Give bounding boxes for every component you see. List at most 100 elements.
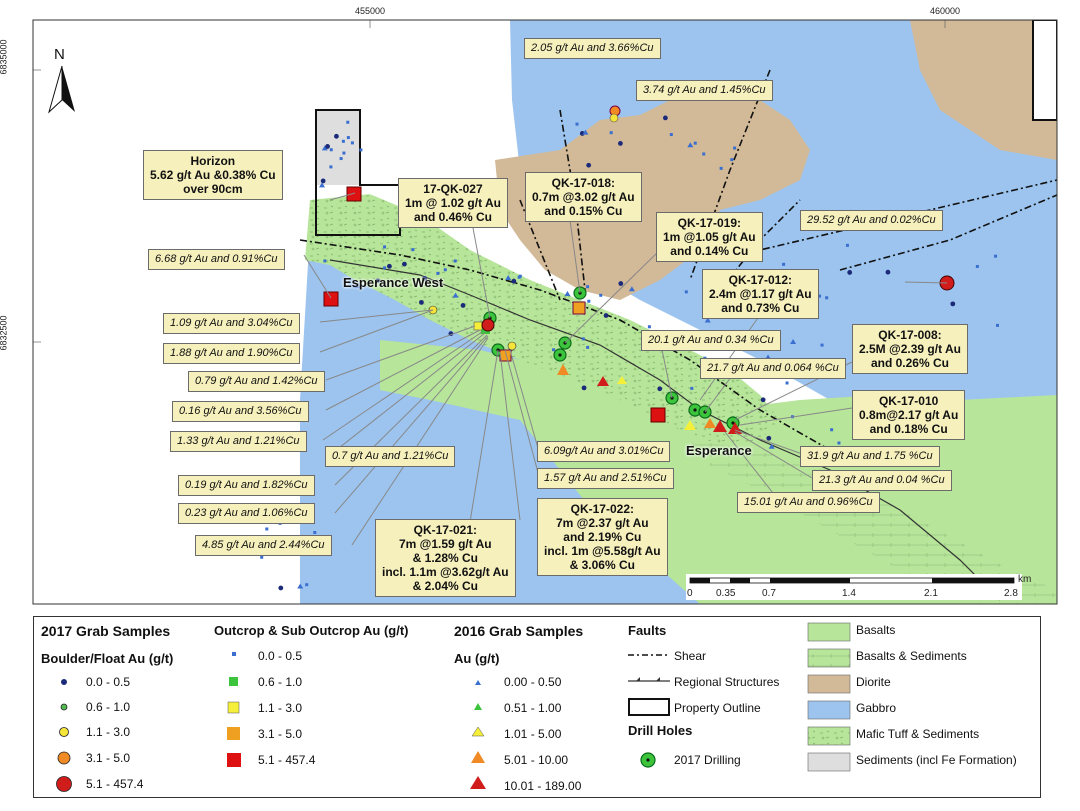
sample-point xyxy=(341,139,345,143)
sample-point xyxy=(402,261,407,267)
sample-point xyxy=(618,140,623,146)
sample-point xyxy=(587,299,591,303)
sample-point xyxy=(346,136,350,140)
sample-point xyxy=(575,122,579,126)
sample-point xyxy=(353,284,357,288)
grab2016-item-1: 0.00 - 0.50 xyxy=(504,675,562,689)
scale-unit: km xyxy=(1018,574,1032,585)
sample-point xyxy=(693,141,697,145)
sample-point xyxy=(375,278,381,284)
sample-point xyxy=(383,266,387,270)
sample-point xyxy=(618,281,624,286)
callout-016: 0.16 g/t Au and 3.56%Cu xyxy=(172,401,309,422)
diorite-north xyxy=(910,20,1057,160)
sample-point xyxy=(460,303,466,308)
callout-109: 1.09 g/t Au and 3.04%Cu xyxy=(163,313,300,334)
sample-point xyxy=(586,285,590,289)
sample-point xyxy=(687,142,694,148)
drill-item: 2017 Drilling xyxy=(674,753,741,767)
sample-point xyxy=(950,301,956,307)
sample-point xyxy=(260,555,264,559)
sample-point xyxy=(785,381,789,385)
sample-point xyxy=(581,337,585,341)
grab2016-symbols xyxy=(470,680,486,789)
callout-205: 2.05 g/t Au and 3.66%Cu xyxy=(524,38,661,59)
sample-point xyxy=(297,583,304,589)
grab2017-symbols xyxy=(56,679,72,792)
sample-point xyxy=(847,270,853,275)
sample-point xyxy=(564,291,571,297)
sample-point xyxy=(517,275,521,279)
sample-point xyxy=(628,286,635,292)
sample-point xyxy=(719,166,723,170)
grab2017-item-3: 1.1 - 3.0 xyxy=(86,725,131,739)
callout-157: 1.57 g/t Au and 2.51%Cu xyxy=(537,468,674,489)
sample-point xyxy=(647,325,651,329)
scale-bar xyxy=(686,574,1022,600)
grab2016-item-2: 0.51 - 1.00 xyxy=(504,701,562,715)
sample-point xyxy=(730,158,734,162)
place-esperance-west: Esperance West xyxy=(343,275,444,290)
sample-point xyxy=(329,165,333,169)
sample-point xyxy=(818,294,822,298)
scale-label-0: 0 xyxy=(687,588,693,599)
sample-point xyxy=(820,343,824,347)
callout-019: 0.19 g/t Au and 1.82%Cu xyxy=(178,475,315,496)
mafic-tuff-belt xyxy=(300,190,780,445)
sample-point xyxy=(599,293,603,297)
outcrop-item-3: 1.1 - 3.0 xyxy=(258,701,303,715)
sample-point xyxy=(782,262,786,266)
geology-basalts-sediments: Basalts & Sediments xyxy=(856,649,967,663)
sample-point xyxy=(313,531,317,535)
sample-point xyxy=(339,157,343,161)
sample-point xyxy=(329,148,333,152)
easting-label-2: 460000 xyxy=(930,6,961,16)
sample-point xyxy=(350,141,354,145)
sample-point xyxy=(305,583,309,587)
sample-point xyxy=(586,162,592,168)
legend-grab2017-title: 2017 Grab Samples xyxy=(41,623,171,639)
sample-point xyxy=(790,338,797,344)
north-label: N xyxy=(54,46,65,63)
faults-shear: Shear xyxy=(674,649,707,663)
callout-1501: 15.01 g/t Au and 0.96%Cu xyxy=(737,492,880,513)
grab2016-item-4: 5.01 - 10.00 xyxy=(504,753,569,767)
legend-outcrop-title: Outcrop & Sub Outcrop Au (g/t) xyxy=(214,623,409,638)
sample-point xyxy=(511,278,517,284)
sample-point xyxy=(704,317,711,323)
sample-point xyxy=(552,348,556,352)
sample-point xyxy=(690,386,694,390)
sample-point xyxy=(505,275,512,281)
callout-609: 6.09g/t Au and 3.01%Cu xyxy=(537,441,671,462)
sample-point xyxy=(334,133,339,139)
sample-point xyxy=(768,443,775,449)
sample-point xyxy=(733,146,737,150)
sample-point xyxy=(354,282,361,288)
callout-374: 3.74 g/t Au and 1.45%Cu xyxy=(636,80,773,101)
grab2017-item-2: 0.6 - 1.0 xyxy=(86,700,131,714)
outcrop-item-4: 3.1 - 5.0 xyxy=(258,727,303,741)
scale-label-14: 1.4 xyxy=(842,588,856,599)
callout-133: 1.33 g/t Au and 1.21%Cu xyxy=(170,431,307,452)
grab2017-item-1: 0.0 - 0.5 xyxy=(86,675,131,689)
north-arrow xyxy=(48,65,75,114)
outcrop-symbols xyxy=(227,652,241,767)
legend-grab2016-title: 2016 Grab Samples xyxy=(454,623,584,639)
regional-structure xyxy=(329,259,1001,601)
geology-gabbro: Gabbro xyxy=(856,701,897,715)
place-esperance: Esperance xyxy=(686,443,752,458)
sample-point xyxy=(885,269,891,275)
callout-188: 1.88 g/t Au and 1.90%Cu xyxy=(163,343,300,364)
sample-point xyxy=(684,290,688,294)
sample-point xyxy=(586,345,590,349)
basalts-sediments-band xyxy=(690,440,1057,604)
faults-regional: Regional Structures xyxy=(674,675,780,689)
legend-drill-title: Drill Holes xyxy=(628,723,693,738)
legend-faults-title: Faults xyxy=(628,623,667,638)
